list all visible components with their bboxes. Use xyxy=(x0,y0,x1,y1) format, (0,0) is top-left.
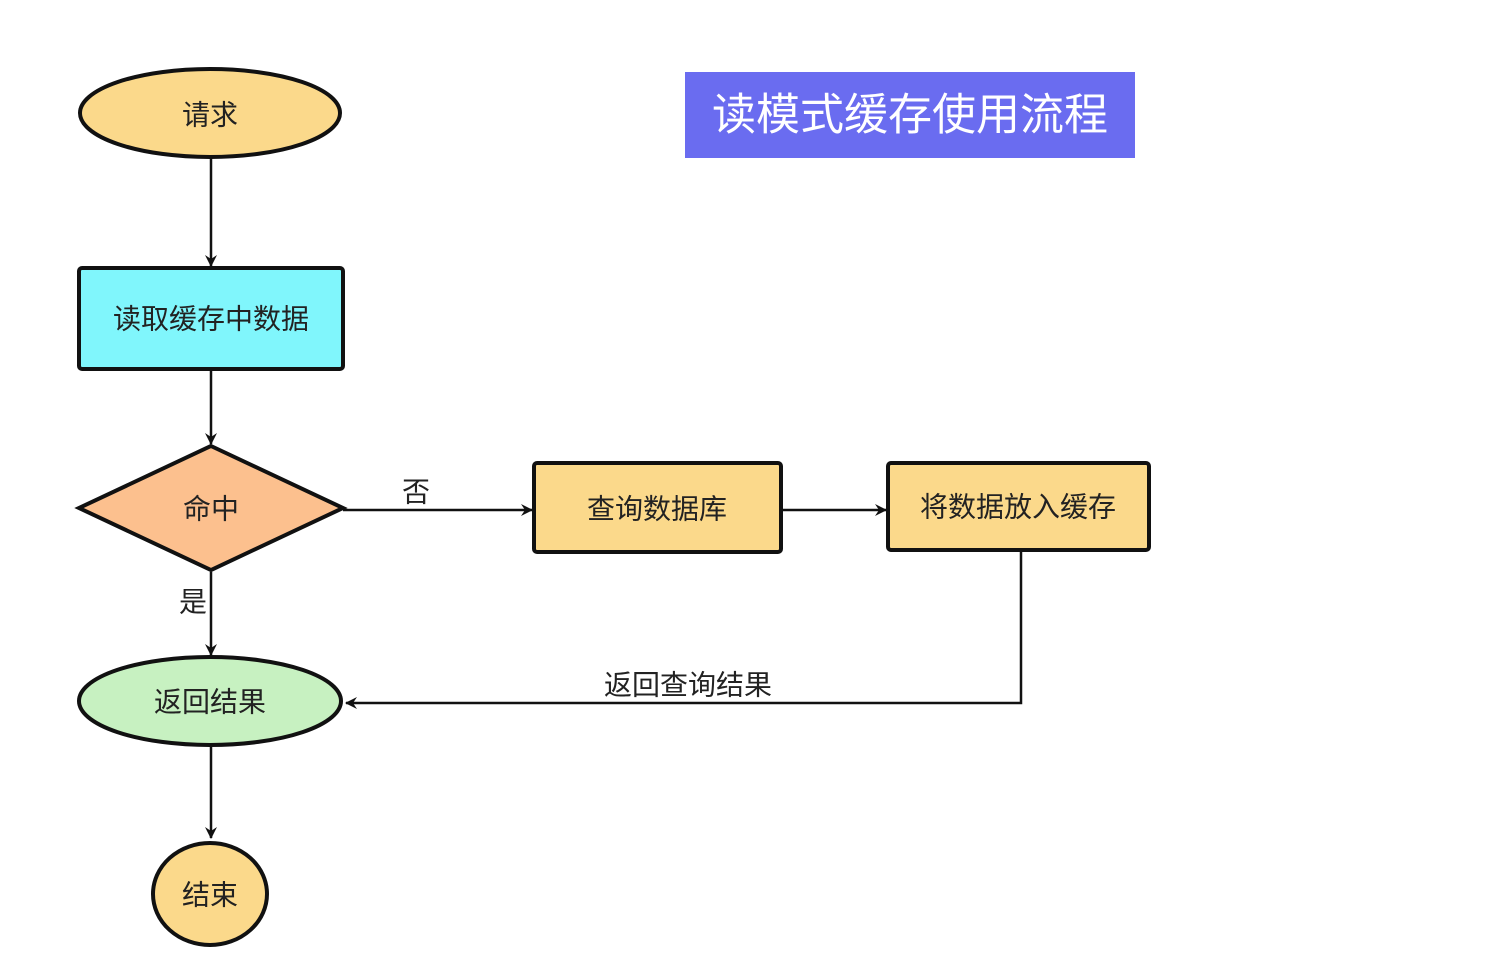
edge-label-yes: 是 xyxy=(179,586,207,619)
node-end-shape xyxy=(151,841,269,947)
node-end: 结束 xyxy=(151,841,269,947)
node-query-db-label: 查询数据库 xyxy=(587,493,727,526)
node-return-result-label: 返回结果 xyxy=(154,686,266,719)
title-label: 读模式缓存使用流程 xyxy=(712,90,1108,141)
node-request-shape xyxy=(78,67,342,159)
node-put-cache-shape xyxy=(886,461,1151,552)
diagram-title: 读模式缓存使用流程 xyxy=(685,72,1135,158)
edge-label-return-query-result: 返回查询结果 xyxy=(604,669,772,702)
node-hit-label: 命中 xyxy=(183,493,239,526)
node-put-cache: 将数据放入缓存 xyxy=(886,461,1151,552)
node-return-result: 返回结果 xyxy=(77,655,343,747)
node-request: 请求 xyxy=(78,67,342,159)
edges xyxy=(205,158,1023,839)
node-return-result-shape xyxy=(77,655,343,747)
node-put-cache-label: 将数据放入缓存 xyxy=(920,491,1116,524)
node-read-cache-shape xyxy=(77,266,345,371)
node-hit-shape xyxy=(74,443,348,573)
title-banner xyxy=(685,72,1135,158)
node-read-cache: 读取缓存中数据 xyxy=(77,266,345,371)
edge-put-cache-to-return-result xyxy=(345,552,1023,709)
node-hit: 命中 xyxy=(74,443,348,573)
node-query-db-shape xyxy=(532,461,783,554)
edge-label-no: 否 xyxy=(402,476,430,509)
node-request-label: 请求 xyxy=(182,99,238,132)
node-read-cache-label: 读取缓存中数据 xyxy=(113,303,309,336)
node-end-label: 结束 xyxy=(182,879,238,912)
node-query-db: 查询数据库 xyxy=(532,461,783,554)
